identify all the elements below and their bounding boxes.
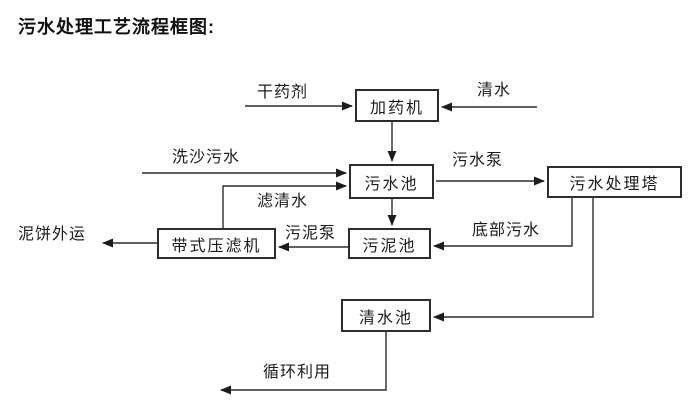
node-sludge-pool: 污泥池: [348, 228, 431, 259]
label-sludge-pump: 污泥泵: [285, 225, 337, 242]
edge-recycling-arrow: [220, 332, 387, 395]
label-mud-cake-out: 泥饼外运: [18, 226, 87, 243]
label-dry-chemical: 干药剂: [257, 84, 309, 101]
label-recycling: 循环利用: [263, 364, 332, 381]
edge-tower-to-clean-pool-arrow: [433, 198, 594, 322]
label-sand-washing-sewage: 洗沙污水: [172, 149, 241, 166]
label-filtered-water: 滤清水: [257, 193, 309, 210]
node-sewage-treatment-tower: 污水处理塔: [547, 166, 682, 198]
node-belt-filter-press: 带式压滤机: [157, 228, 276, 259]
edge-filtered-water-arrow: [222, 181, 347, 228]
diagram-title: 污水处理工艺流程框图:: [18, 17, 215, 37]
node-sewage-pool: 污水池: [349, 164, 434, 199]
edge-bottom-sewage-arrow: [433, 198, 573, 251]
label-bottom-sewage: 底部污水: [472, 222, 541, 239]
node-dosing-machine: 加药机: [355, 89, 439, 122]
node-clean-water-pool: 清水池: [341, 299, 431, 332]
label-clean-water: 清水: [477, 82, 512, 99]
label-sewage-pump: 污水泵: [452, 152, 504, 169]
